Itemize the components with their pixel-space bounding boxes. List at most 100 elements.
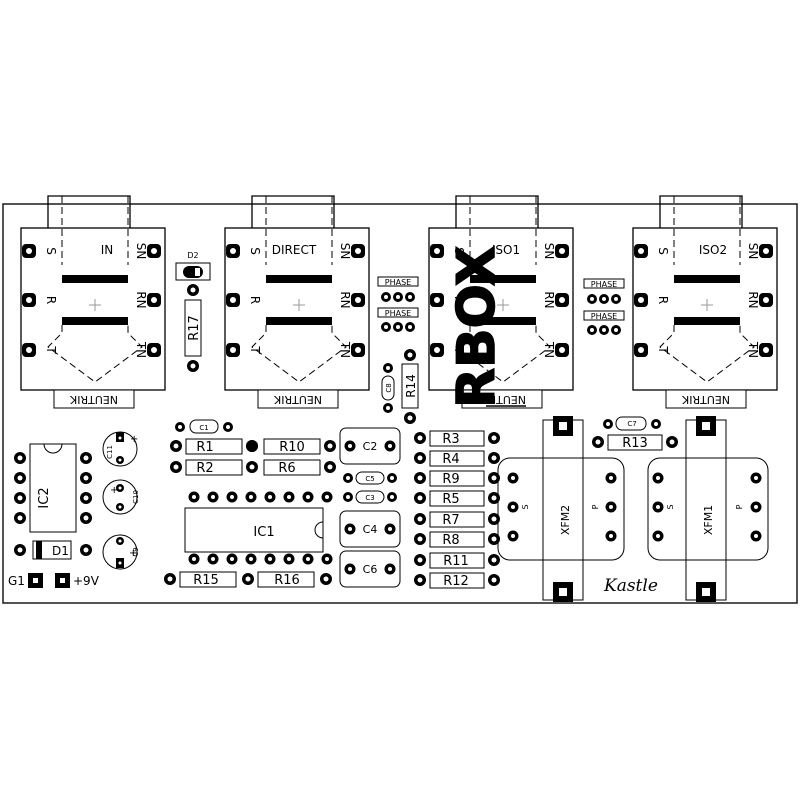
- resistor-r1: R1: [170, 438, 258, 455]
- jack-in-barrel: [47, 195, 131, 228]
- phase-switch-1: PHASE PHASE: [377, 276, 419, 332]
- jack-iso2-pin-s: S: [656, 247, 670, 255]
- transformer-xfm1: XFM1 S P: [647, 416, 769, 602]
- r7-label: R7: [442, 513, 459, 528]
- r12-label: R12: [443, 574, 469, 589]
- jack-in-brand: NEUTRIK: [69, 393, 118, 406]
- r10-label: R10: [279, 440, 305, 455]
- c10-polarity: +: [110, 485, 118, 496]
- capacitor-c2: C2: [339, 427, 401, 465]
- phase-switch-2: PHASE PHASE: [583, 278, 625, 335]
- c2-label: C2: [363, 440, 378, 453]
- r13-label: R13: [622, 436, 648, 451]
- jack-in-pin-s: S: [44, 247, 58, 255]
- jack-iso1-brand: NEUTRIK: [477, 393, 526, 406]
- power-pads: G1 +9V: [8, 573, 100, 588]
- jack-iso1-pin-rn: RN: [542, 291, 556, 308]
- jack-direct-brand: NEUTRIK: [273, 393, 322, 406]
- resistor-r4: R4: [414, 450, 500, 467]
- ic1: IC1: [184, 491, 333, 565]
- jack-direct-pin-r: R: [248, 296, 262, 304]
- phase-label-2: PHASE: [385, 309, 411, 318]
- r16-label: R16: [274, 573, 300, 588]
- jack-iso2-pin-r: R: [656, 296, 670, 304]
- jack-iso2-pin-rn: RN: [746, 291, 760, 308]
- jack-direct-label: DIRECT: [272, 243, 317, 257]
- xfm2-secondary: S: [521, 504, 530, 509]
- xfm2-primary: P: [591, 504, 600, 509]
- c4-label: C4: [363, 523, 378, 536]
- capacitor-c5: C5: [343, 471, 397, 485]
- capacitor-c6: C6: [339, 550, 401, 588]
- r5-label: R5: [442, 492, 459, 507]
- xfm2-label: XFM2: [559, 505, 572, 535]
- jack-direct-pin-s: S: [248, 247, 262, 255]
- c11-label: C11: [106, 445, 114, 459]
- c9-polarity: +: [129, 548, 137, 559]
- resistor-r13: R13: [592, 434, 678, 451]
- diode-d2: D2: [175, 251, 211, 281]
- resistor-r7: R7: [414, 511, 500, 528]
- jack-iso2-pin-tn: TN: [746, 341, 760, 358]
- jack-in-pin-t: T: [44, 345, 58, 354]
- capacitor-c8: C8: [381, 363, 395, 413]
- capacitor-c3: C3: [343, 490, 397, 504]
- resistor-r6: R6: [263, 459, 336, 476]
- logo-text: RBOX: [447, 246, 507, 408]
- xfm1-secondary: S: [666, 504, 675, 509]
- jack-iso1-pin-s: S: [452, 247, 466, 255]
- jack-in-pin-tn: TN: [134, 341, 148, 358]
- r17-label: R17: [187, 315, 202, 341]
- capacitor-c1: C1: [175, 419, 233, 434]
- xfm1-label: XFM1: [702, 505, 715, 535]
- xfm1-primary: P: [735, 504, 744, 509]
- c5-label: C5: [365, 475, 374, 483]
- jack-iso1-pin-r: R: [452, 296, 466, 304]
- c10-label: C10: [132, 490, 140, 504]
- r1-label: R1: [196, 440, 213, 455]
- jack-in: IN S R T SN RN TN NEUTRIK: [20, 195, 166, 409]
- resistor-r5: R5: [414, 490, 500, 507]
- c3-label: C3: [365, 494, 374, 502]
- resistor-r2: R2: [170, 459, 258, 476]
- resistor-r10: R10: [246, 438, 336, 455]
- d1-label: D1: [52, 544, 69, 558]
- r2-label: R2: [196, 461, 213, 476]
- capacitor-c9: C9 +: [102, 534, 140, 570]
- jack-in-pin-rn: RN: [134, 291, 148, 308]
- diode-d1: D1: [14, 540, 92, 560]
- capacitor-c10: C10 +: [102, 479, 140, 515]
- ic1-label: IC1: [253, 525, 274, 540]
- r6-label: R6: [278, 461, 295, 476]
- jack-direct-pin-sn: SN: [338, 243, 352, 260]
- jack-direct-pin-rn: RN: [338, 291, 352, 308]
- c1-label: C1: [199, 424, 208, 432]
- signature-text: Kastle: [603, 576, 658, 596]
- jack-iso1-pin-t: T: [452, 345, 466, 354]
- phase-label-4: PHASE: [591, 312, 617, 321]
- capacitor-c11: C11 +: [102, 431, 138, 467]
- phase-label-3: PHASE: [591, 280, 617, 289]
- resistor-r15: R15: [164, 571, 254, 588]
- jack-direct: DIRECT S R T SN RN TN NEUTRIK: [224, 195, 370, 409]
- ic2: IC2: [14, 443, 92, 533]
- supply-label: +9V: [73, 574, 100, 588]
- resistor-r12: R12: [414, 572, 500, 589]
- jack-in-pin-r: R: [44, 296, 58, 304]
- r14-label: R14: [404, 374, 418, 398]
- jack-direct-pin-tn: TN: [338, 341, 352, 358]
- jack-iso2-label: ISO2: [699, 243, 727, 257]
- c7-label: C7: [627, 420, 636, 428]
- c9-label: C9: [132, 547, 140, 556]
- resistor-r9: R9: [414, 470, 500, 487]
- resistor-r16: R16: [257, 571, 332, 588]
- r9-label: R9: [442, 472, 459, 487]
- r8-label: R8: [442, 533, 459, 548]
- jack-direct-pin-t: T: [248, 345, 262, 354]
- jack-in-label: IN: [101, 243, 114, 257]
- jack-iso1-pin-sn: SN: [542, 243, 556, 260]
- c8-label: C8: [385, 383, 393, 392]
- resistor-r11: R11: [414, 552, 500, 569]
- capacitor-c7: C7: [603, 416, 661, 431]
- r3-label: R3: [442, 432, 459, 447]
